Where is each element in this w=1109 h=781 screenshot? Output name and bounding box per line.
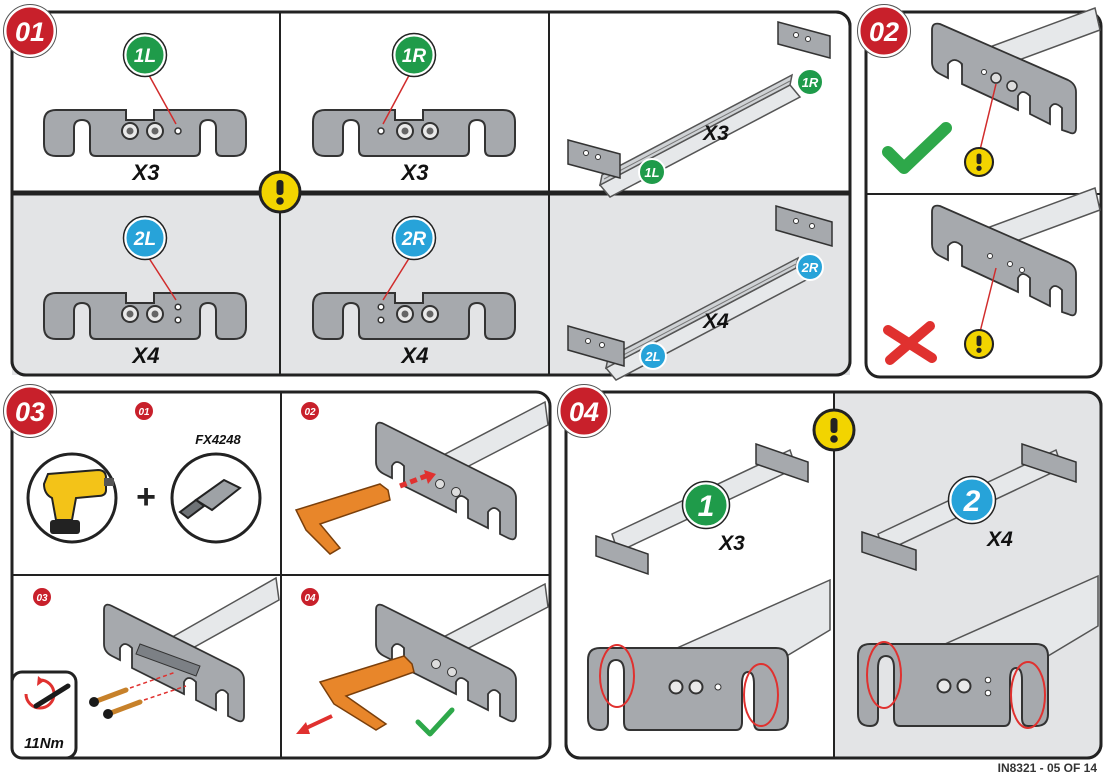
- label-1l: 1L: [134, 46, 156, 67]
- drill-icon: [42, 468, 114, 534]
- qty-2l: X4: [131, 343, 160, 368]
- assembly-bottom-right-label: 2R: [801, 260, 819, 275]
- plate-2r: 2R X4: [312, 215, 516, 368]
- warning-icon: [963, 146, 995, 178]
- panel-02: [864, 6, 1103, 379]
- torque-icon: [24, 676, 71, 710]
- substep-03: 11Nm: [10, 576, 280, 760]
- svg-text:01: 01: [138, 407, 150, 418]
- panel-01: 1L X3 1R X3: [10, 10, 852, 381]
- substep-04: [296, 582, 549, 737]
- plate-1l: 1L X3: [43, 32, 247, 185]
- panel-04-left: 1 X3: [587, 442, 831, 732]
- assembly-bottom-left-label: 2L: [644, 349, 660, 364]
- substep-badge-02: 02: [299, 400, 321, 422]
- plus-icon: +: [136, 478, 156, 516]
- jig-icon: [318, 655, 415, 731]
- label-1r: 1R: [402, 46, 427, 67]
- bracket-incorrect: [883, 186, 1101, 365]
- step-number: 03: [15, 397, 45, 427]
- assembly-top-qty: X3: [702, 122, 729, 145]
- group-2-qty: X4: [986, 528, 1013, 551]
- torque-value: 11Nm: [24, 735, 64, 752]
- assembly-top-right-label: 1R: [802, 75, 819, 90]
- assembly-bottom: X4 2R 2L: [567, 205, 833, 381]
- svg-text:02: 02: [304, 407, 316, 418]
- step-badge-01: 01: [3, 4, 57, 58]
- panel-04-right: 2 X4: [857, 442, 1099, 729]
- cross-icon: [883, 321, 937, 365]
- qty-1l: X3: [131, 160, 160, 185]
- label-2l: 2L: [133, 229, 156, 250]
- step-badge-03: 03: [3, 384, 57, 438]
- step-number: 04: [569, 397, 599, 427]
- check-icon: [882, 122, 952, 174]
- plate-1r: 1R X3: [312, 32, 516, 185]
- page-footer: IN8321 - 05 OF 14: [997, 761, 1097, 775]
- panel-04: 1 X3 2 X4: [564, 390, 1103, 760]
- bit-code: FX4248: [195, 432, 241, 447]
- warning-icon: [963, 328, 995, 360]
- group-2-label: 2: [963, 485, 981, 518]
- step-number: 01: [15, 17, 45, 47]
- assembly-top: X3 1R 1L: [567, 21, 831, 198]
- qty-2r: X4: [400, 343, 429, 368]
- group-1-qty: X3: [718, 532, 745, 555]
- substep-badge-04: 04: [299, 586, 321, 608]
- warning-icon: [258, 170, 302, 214]
- check-icon: [415, 707, 455, 737]
- step-number: 02: [869, 17, 899, 47]
- assembly-bottom-qty: X4: [702, 310, 729, 333]
- svg-text:03: 03: [36, 593, 48, 604]
- panel-03: + FX4248: [10, 390, 552, 760]
- bracket-correct: [882, 6, 1101, 178]
- bit-icon: [178, 478, 242, 520]
- step-badge-02: 02: [857, 4, 911, 58]
- qty-1r: X3: [400, 160, 429, 185]
- group-1-label: 1: [698, 490, 715, 523]
- step-badge-04: 04: [557, 384, 611, 438]
- plate-2l: 2L X4: [43, 215, 247, 368]
- jig-icon: [294, 483, 391, 555]
- svg-text:04: 04: [304, 593, 316, 604]
- substep-badge-01: 01: [133, 400, 155, 422]
- label-2r: 2R: [401, 229, 427, 250]
- bolt-icon: [89, 671, 187, 719]
- assembly-top-left-label: 1L: [644, 165, 659, 180]
- substep-01: + FX4248: [26, 432, 262, 544]
- warning-icon: [812, 408, 856, 452]
- substep-02: [294, 400, 549, 555]
- substep-badge-03: 03: [31, 586, 53, 608]
